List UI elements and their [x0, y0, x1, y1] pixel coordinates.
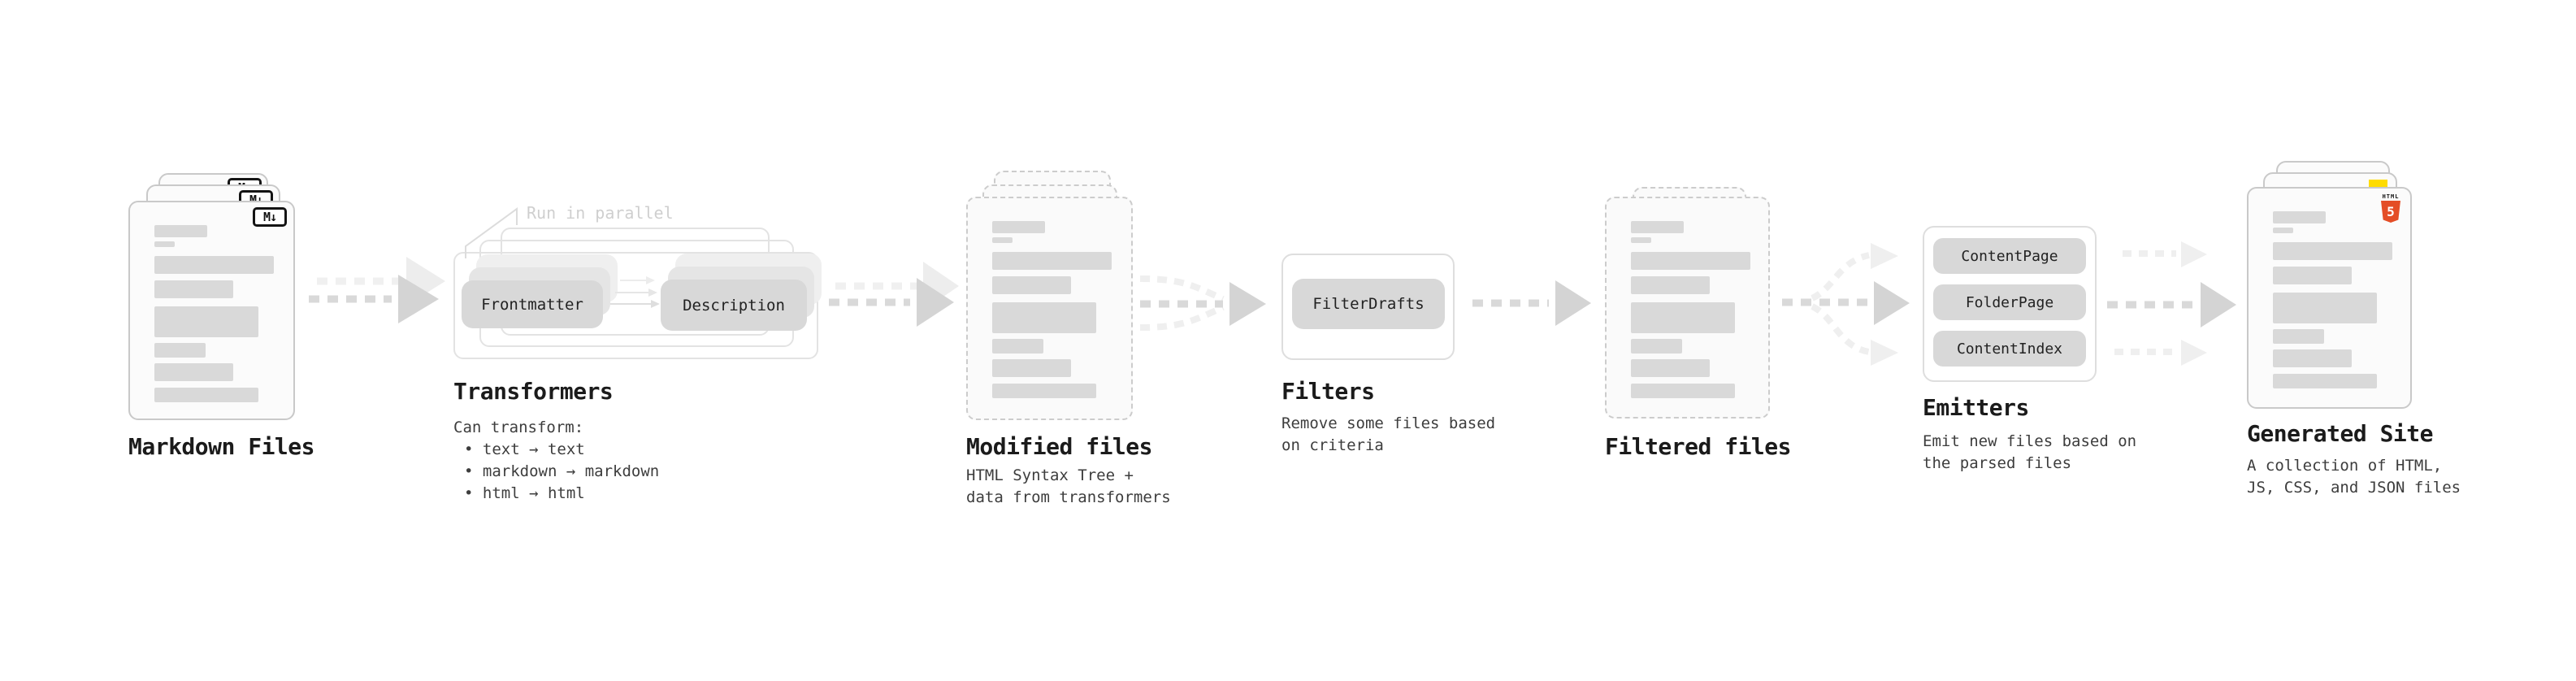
skeleton-bar: [154, 363, 233, 381]
skeleton-bar: [992, 359, 1071, 377]
markdown-files-node: M↓ M↓ M↓ Markdown Files: [128, 173, 340, 493]
arrow-filters-to-filtered: [1472, 280, 1591, 326]
skeleton-bar: [992, 221, 1045, 233]
skeleton-bar: [154, 280, 233, 298]
description-line: • html → html: [464, 484, 585, 502]
skeleton-bar: [1631, 252, 1750, 270]
description-line: • markdown → markdown: [464, 462, 660, 480]
markdown-files-label: Markdown Files: [128, 433, 315, 460]
description-line: on criteria: [1281, 436, 1384, 454]
emitters-description: Emit new files based on the parsed files: [1923, 431, 2136, 475]
skeleton-bar: [992, 384, 1096, 398]
transformers-node: Frontmatter Description Run in parallel …: [453, 203, 835, 536]
skeleton-bar: [992, 302, 1096, 333]
emitters-node: ContentPage FolderPage ContentIndex Emit…: [1923, 226, 2150, 494]
description-line: Emit new files based on: [1923, 432, 2137, 450]
filterdrafts-pill: FilterDrafts: [1292, 279, 1445, 329]
contentindex-pill: ContentIndex: [1933, 331, 2086, 367]
generated-site-label: Generated Site: [2247, 420, 2434, 447]
skeleton-bar: [1631, 221, 1684, 233]
skeleton-bar: [1631, 302, 1735, 333]
emitters-label: Emitters: [1923, 394, 2029, 421]
skeleton-bar: [154, 343, 206, 358]
filtered-files-node: Filtered files: [1605, 187, 1832, 489]
html5-icon-word: HTML: [2382, 193, 2400, 200]
skeleton-bar: [992, 252, 1112, 270]
skeleton-lines: [2273, 211, 2392, 388]
skeleton-bar: [1631, 276, 1710, 294]
skeleton-bar: [2273, 349, 2352, 367]
run-in-parallel-note: Run in parallel: [527, 203, 674, 223]
skeleton-bar: [154, 241, 175, 247]
generated-site-description: A collection of HTML, JS, CSS, and JSON …: [2247, 455, 2461, 499]
html5-icon-shield: 5: [2381, 201, 2400, 223]
skeleton-bar: [2273, 374, 2377, 388]
generated-site-node: CSS HTML 5 Generated Site: [2247, 161, 2491, 528]
skeleton-bar: [1631, 359, 1710, 377]
arrow-markdown-to-transformers: [309, 257, 445, 323]
description-line: A collection of HTML,: [2247, 457, 2443, 475]
skeleton-lines: [154, 225, 274, 402]
transformers-description: Can transform: • text → text • markdown …: [453, 417, 659, 505]
description-line: Remove some files based: [1281, 414, 1496, 432]
skeleton-bar: [2273, 228, 2293, 233]
skeleton-bar: [1631, 339, 1682, 354]
filtered-files-label: Filtered files: [1605, 433, 1792, 460]
skeleton-bar: [1631, 384, 1735, 398]
skeleton-bar: [154, 388, 258, 402]
skeleton-bar: [992, 237, 1013, 243]
skeleton-bar: [992, 339, 1043, 354]
skeleton-bar: [2273, 211, 2326, 223]
filters-description: Remove some files based on criteria: [1281, 413, 1495, 457]
skeleton-lines: [992, 221, 1112, 398]
skeleton-bar: [2273, 293, 2377, 323]
arrow-transformers-to-modified: [829, 262, 959, 327]
folderpage-pill: FolderPage: [1933, 284, 2086, 320]
arrow-filtered-to-emitters: [1782, 243, 1910, 366]
description-pill: Description: [661, 280, 807, 331]
file-card: [1605, 197, 1770, 419]
file-card: [966, 197, 1133, 420]
html5-icon: HTML 5: [2379, 193, 2402, 223]
filters-label: Filters: [1281, 378, 1375, 405]
modified-files-node: Modified files HTML Syntax Tree + data f…: [966, 171, 1194, 538]
skeleton-bar: [2273, 329, 2324, 344]
description-line: HTML Syntax Tree +: [966, 466, 1134, 484]
description-line: Can transform:: [453, 419, 584, 436]
description-line: data from transformers: [966, 488, 1171, 506]
transformer-frame: [453, 252, 818, 359]
skeleton-bar: [2273, 242, 2392, 260]
arrow-modified-to-filters: [1139, 275, 1266, 331]
skeleton-bar: [154, 256, 274, 274]
skeleton-bar: [992, 276, 1071, 294]
description-line: • text → text: [464, 440, 585, 458]
filters-node: FilterDrafts Filters Remove some files b…: [1281, 254, 1509, 497]
skeleton-bar: [1631, 237, 1651, 243]
skeleton-bar: [154, 225, 207, 237]
skeleton-bar: [2273, 267, 2352, 284]
arrow-emitters-to-generated: [2107, 241, 2236, 366]
description-line: the parsed files: [1923, 454, 2072, 472]
file-card: M↓: [128, 201, 295, 420]
skeleton-lines: [1631, 221, 1750, 398]
modified-files-description: HTML Syntax Tree + data from transformer…: [966, 465, 1171, 509]
contentpage-pill: ContentPage: [1933, 238, 2086, 274]
modified-files-label: Modified files: [966, 433, 1153, 460]
frontmatter-pill: Frontmatter: [462, 280, 603, 328]
description-line: JS, CSS, and JSON files: [2247, 479, 2461, 497]
skeleton-bar: [154, 306, 258, 337]
markdown-icon: M↓: [253, 207, 287, 227]
transformers-label: Transformers: [453, 378, 614, 405]
file-card: HTML 5: [2247, 187, 2412, 409]
